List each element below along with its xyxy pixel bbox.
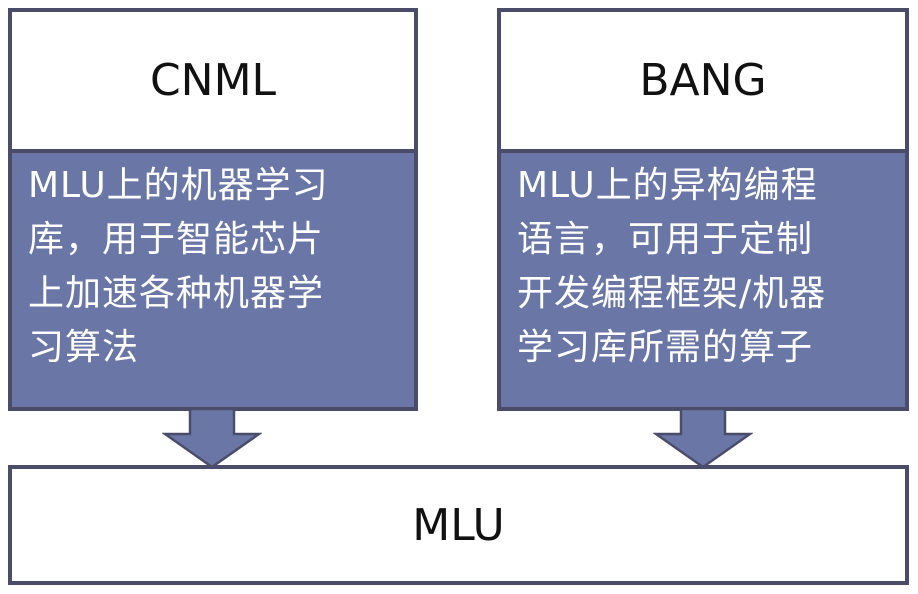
cnml-description-line: MLU上的机器学习: [28, 165, 329, 206]
cnml-title-box: CNML: [8, 8, 418, 153]
bang-title: BANG: [639, 55, 767, 106]
mlu-box: MLU: [8, 465, 909, 585]
cnml-title: CNML: [149, 55, 277, 106]
bang-title-box: BANG: [497, 8, 909, 153]
bang-description-line: 开发编程框架/机器: [517, 273, 827, 314]
left-down-arrow-icon: [162, 408, 262, 469]
cnml-description-box: MLU上的机器学习 库，用于智能芯片 上加速各种机器学 习算法: [8, 149, 418, 411]
bang-description-line: 语言，可用于定制: [517, 219, 814, 260]
bang-description-box: MLU上的异构编程 语言，可用于定制 开发编程框架/机器 学习库所需的算子: [497, 149, 909, 411]
mlu-title: MLU: [412, 499, 505, 551]
right-down-arrow-icon: [653, 408, 753, 469]
cnml-description-line: 上加速各种机器学: [28, 273, 325, 314]
cnml-description-line: 习算法: [28, 327, 140, 368]
cnml-description-line: 库，用于智能芯片: [28, 219, 325, 260]
bang-description-line: 学习库所需的算子: [517, 327, 814, 368]
bang-description-line: MLU上的异构编程: [517, 165, 818, 206]
